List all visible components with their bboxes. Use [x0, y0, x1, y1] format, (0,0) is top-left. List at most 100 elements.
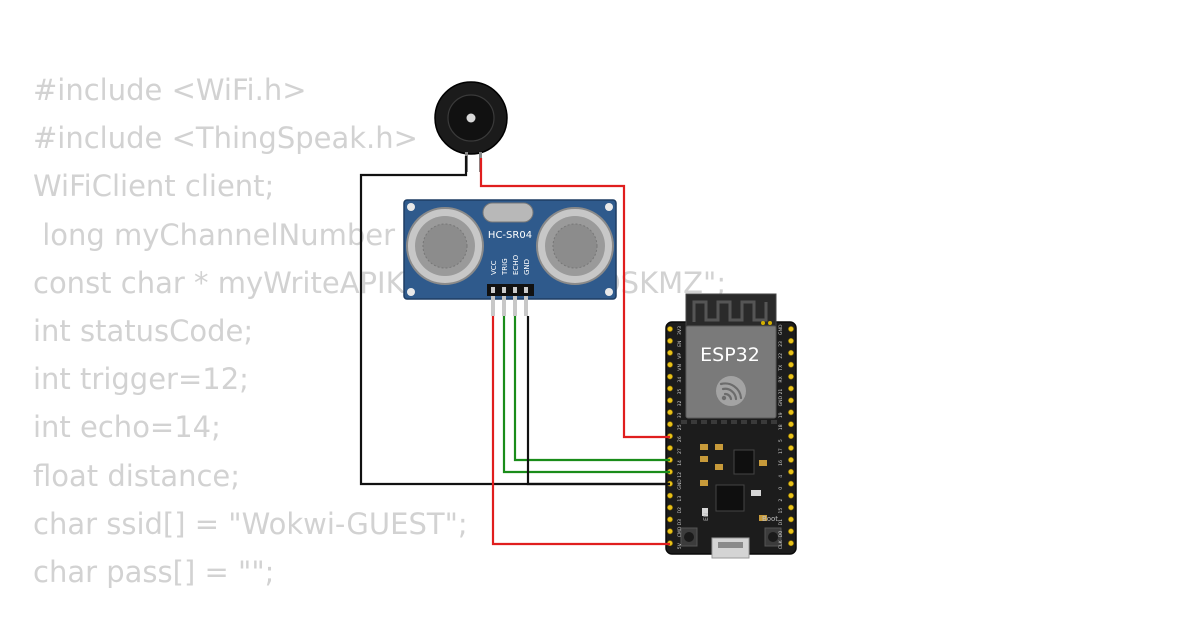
ultrasonic-sensor[interactable]: HC-SR04 VCC TRIG ECHO GND: [403, 199, 617, 316]
transducer-right: [536, 207, 614, 285]
right-pin-5[interactable]: [788, 433, 794, 439]
code-line: int trigger=12;: [33, 362, 249, 397]
right-pin-label: D1: [778, 519, 784, 526]
right-pin-label: RX: [778, 376, 784, 382]
left-pin-label: 12: [677, 472, 683, 478]
usb-port[interactable]: [711, 537, 750, 559]
en-button-label: EN: [703, 513, 710, 521]
left-pin-32[interactable]: [667, 397, 673, 404]
left-pin-label: 27: [677, 448, 683, 454]
left-pin-label: 25: [677, 424, 683, 430]
boot-button[interactable]: [764, 527, 782, 547]
right-pin-d0[interactable]: [788, 528, 794, 535]
right-pin-clk[interactable]: [788, 540, 794, 547]
wire-buzzer-gnd[interactable]: [359, 156, 670, 486]
right-pin-tx[interactable]: [788, 361, 794, 368]
code-line: int echo=14;: [33, 410, 221, 445]
left-pin-vp[interactable]: [667, 349, 673, 356]
pin-label-trig: TRIG: [501, 258, 509, 276]
right-pin-4[interactable]: [788, 468, 794, 475]
code-line: #include <WiFi.h>: [33, 73, 307, 107]
right-pin-d1[interactable]: [788, 516, 794, 523]
pin-label-gnd: GND: [523, 259, 531, 275]
left-pin-d2[interactable]: [667, 504, 673, 511]
wire-echo[interactable]: [513, 316, 670, 462]
left-pin-label: 5V: [677, 542, 683, 549]
pin-label-echo: ECHO: [512, 254, 520, 275]
left-pin-27[interactable]: [667, 445, 673, 451]
right-pin-label: GND: [778, 324, 784, 335]
left-pin-35[interactable]: [667, 385, 673, 392]
transducer-left: [406, 207, 484, 285]
left-pin-label: 34: [677, 377, 683, 383]
right-pin-17[interactable]: [788, 445, 794, 451]
espressif-logo-icon: [716, 376, 746, 406]
left-pin-cmd[interactable]: [667, 528, 673, 535]
right-pin-gnd[interactable]: [788, 397, 794, 404]
left-pin-label: GND: [677, 479, 683, 490]
right-pin-label: 17: [778, 448, 784, 454]
code-line: char ssid[] = "Wokwi-GUEST";: [33, 506, 468, 541]
left-pin-label: 33: [677, 412, 683, 418]
right-pin-label: 0: [778, 487, 784, 490]
esp32-board[interactable]: ESP32 EN: [665, 293, 797, 559]
left-pin-label: 13: [677, 496, 683, 502]
left-pin-label: VP: [677, 353, 683, 359]
right-pin-label: 15: [778, 508, 784, 514]
left-pin-label: VN: [677, 364, 683, 371]
right-pin-label: 2: [778, 499, 784, 502]
right-pin-16[interactable]: [788, 456, 794, 463]
code-listing: #include <WiFi.h> #include <ThingSpeak.h…: [33, 66, 726, 596]
left-pin-34[interactable]: [667, 373, 673, 380]
left-pin-label: D2: [677, 507, 683, 514]
left-pin-label: 14: [677, 460, 683, 466]
wires: [359, 156, 670, 546]
wire-buzzer-signal[interactable]: [479, 158, 670, 439]
left-pin-label: D3: [677, 519, 683, 526]
left-pin-label: EN: [677, 341, 683, 347]
right-pin-label: GND: [778, 395, 784, 406]
boot-button-label: Boot: [762, 515, 778, 523]
left-pin-33[interactable]: [667, 409, 673, 416]
right-pin-label: D0: [778, 531, 784, 538]
right-pin-label: 4: [778, 475, 784, 478]
right-pin-rx[interactable]: [788, 373, 794, 380]
right-pin-label: TX: [778, 365, 784, 372]
left-pin-label: 26: [677, 436, 683, 442]
right-pin-label: 16: [778, 460, 784, 466]
right-pin-label: 18: [778, 424, 784, 430]
wire-vcc-5v[interactable]: [491, 316, 670, 546]
right-pin-label: 22: [778, 353, 784, 359]
right-pin-22[interactable]: [788, 349, 794, 356]
right-pin-0[interactable]: [788, 480, 794, 487]
code-line: int statusCode;: [33, 313, 254, 348]
right-pin-19[interactable]: [788, 409, 794, 416]
right-pin-gnd[interactable]: [788, 326, 794, 332]
mcu-name: ESP32: [700, 344, 760, 366]
left-pin-vn[interactable]: [667, 361, 673, 368]
left-pin-en[interactable]: [667, 337, 673, 344]
right-pin-15[interactable]: [788, 504, 794, 511]
left-pin-d3[interactable]: [667, 516, 673, 523]
wire-trig[interactable]: [502, 316, 670, 474]
right-pin-label: CLK: [778, 539, 784, 549]
buzzer[interactable]: [434, 81, 508, 172]
right-pin-label: 19: [778, 412, 784, 418]
code-line: #include <ThingSpeak.h>: [33, 121, 418, 156]
right-pin-label: 23: [778, 341, 784, 347]
wire-gnd[interactable]: [526, 316, 670, 486]
left-pin-label: 3V3: [677, 326, 683, 335]
code-line: WiFiClient client;: [33, 169, 275, 204]
right-pin-21[interactable]: [788, 385, 794, 392]
code-line: float distance;: [33, 458, 241, 493]
right-pin-18[interactable]: [788, 421, 794, 428]
left-pin-13[interactable]: [667, 492, 673, 499]
en-button[interactable]: [680, 527, 698, 547]
right-pin-label: 5: [778, 439, 784, 442]
right-pin-2[interactable]: [788, 492, 794, 499]
left-pin-3v3[interactable]: [667, 326, 673, 332]
left-pin-25[interactable]: [667, 421, 673, 428]
right-pin-23[interactable]: [788, 337, 794, 344]
